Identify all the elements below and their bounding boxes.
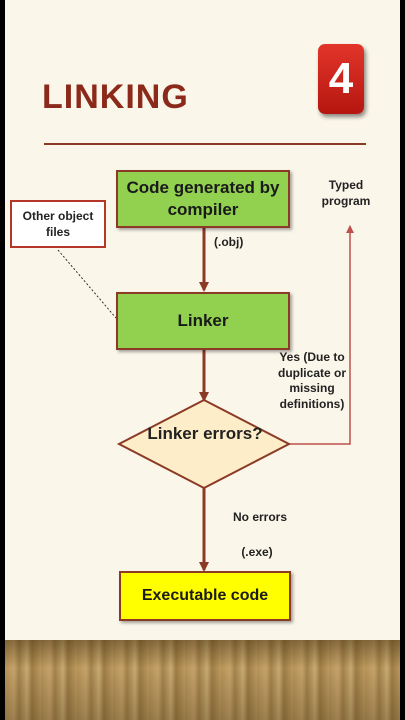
- callout-pointer: [57, 249, 117, 319]
- code-generated-label: Code generated by compiler: [126, 177, 280, 219]
- no-errors-label: No errors: [232, 510, 288, 524]
- linker-box: Linker: [116, 292, 290, 350]
- arrow-yes-feedback: [289, 225, 354, 445]
- other-object-files-callout: Other object files: [10, 200, 106, 248]
- title-underline: [44, 143, 366, 145]
- yes-duplicate-missing-label: Yes (Due to duplicate or missing definit…: [277, 350, 346, 411]
- slide-number-badge: 4: [318, 44, 364, 114]
- executable-code-label: Executable code: [141, 587, 269, 604]
- executable-code-box: Executable code: [119, 571, 291, 621]
- decision-diamond: [116, 398, 292, 490]
- linker-errors-label: Linker errors?: [147, 424, 263, 443]
- obj-label: (.obj): [214, 235, 244, 249]
- exe-label: (.exe): [241, 545, 273, 559]
- linker-label: Linker: [177, 311, 229, 330]
- wooden-floor-decoration: [5, 640, 400, 720]
- typed-program-label: Typed program: [321, 178, 371, 208]
- slide-title: LINKING: [42, 78, 189, 116]
- other-object-files-label: Other object files: [22, 208, 94, 239]
- code-generated-box: Code generated by compiler: [116, 170, 290, 228]
